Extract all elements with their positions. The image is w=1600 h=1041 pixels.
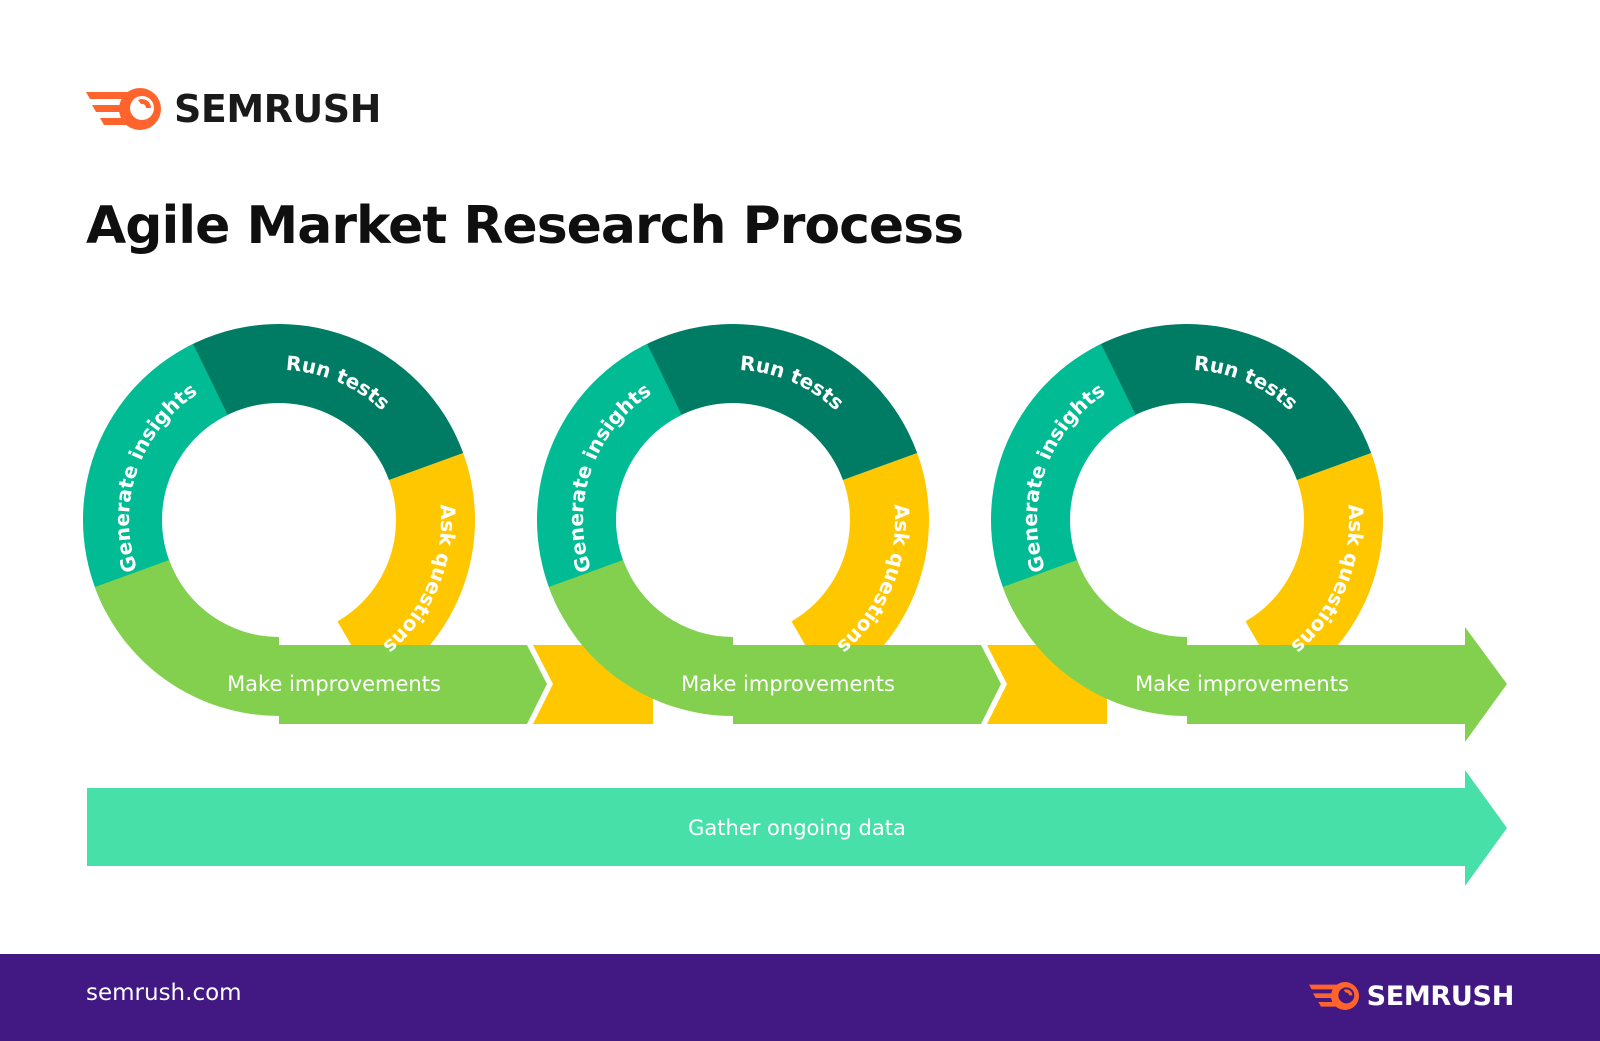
footer: semrush.com SEMRUSH (0, 954, 1600, 1041)
segment-label-make-improvements: Make improvements (681, 672, 895, 696)
segment-make-improvements-arc (548, 560, 733, 716)
footer-site-link[interactable]: semrush.com (86, 980, 242, 1006)
segment-ask-questions (337, 452, 475, 690)
segment-ask-questions (791, 452, 929, 690)
segment-label-make-improvements: Make improvements (1135, 672, 1349, 696)
segment-run-tests (1094, 323, 1372, 480)
make-improvements-band (733, 645, 1001, 724)
brand-name: SEMRUSH (174, 87, 381, 131)
segment-run-tests (186, 324, 464, 480)
segment-generate-insights (83, 343, 228, 613)
ongoing-arrow-shape (87, 770, 1507, 886)
segment-run-tests (640, 324, 918, 480)
segment-generate-insights (537, 343, 682, 613)
semrush-logo-icon (86, 88, 161, 130)
segment-label-make-improvements: Make improvements (227, 672, 441, 696)
segment-make-improvements-arc (94, 560, 279, 716)
footer-brand-name: SEMRUSH (1366, 980, 1515, 1012)
header-logo: SEMRUSH (86, 86, 381, 132)
make-improvements-band (279, 645, 547, 724)
ongoing-arrow-label: Gather ongoing data (688, 816, 906, 840)
page-title: Agile Market Research Process (86, 196, 964, 256)
ongoing-data-arrow: Gather ongoing data (87, 770, 1507, 886)
segment-make-improvements-arc (1002, 560, 1187, 716)
segment-ask-questions (1245, 452, 1383, 690)
make-improvements-final-arrow (1187, 627, 1507, 742)
footer-semrush-logo-icon (1308, 982, 1359, 1010)
footer-logo: SEMRUSH (1308, 978, 1515, 1014)
segment-generate-insights (990, 343, 1136, 613)
